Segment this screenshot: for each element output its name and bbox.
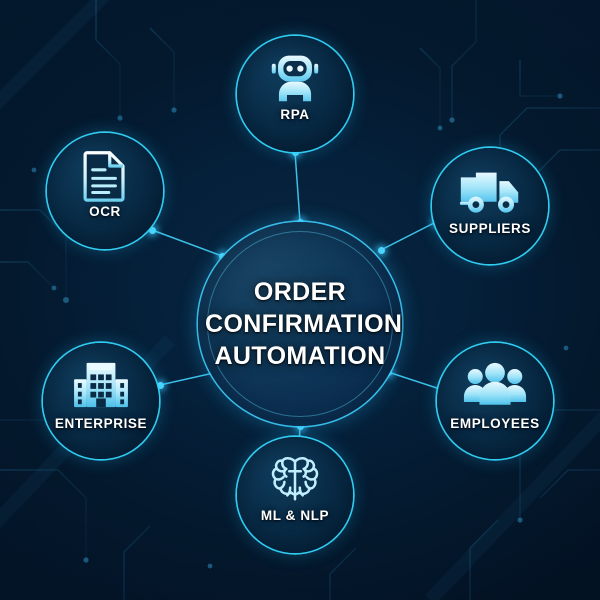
hub-title-line-1: ORDER [253,278,347,306]
brain-icon [266,454,324,504]
connector-dot [291,148,299,156]
robot-icon [266,53,324,103]
link-hub-rpa [294,151,301,223]
center-hub[interactable]: ORDER CONFIRMATION AUTOMATION [198,222,402,426]
node-label: ENTERPRISE [54,416,148,431]
link-hub-employees [387,371,444,391]
node-label: OCR [89,204,121,219]
node-label: SUPPLIERS [449,221,531,236]
node-label: ML & NLP [260,508,330,523]
node-employees[interactable]: EMPLOYEES [437,343,553,459]
node-rpa[interactable]: RPA [237,36,353,152]
link-hub-enterprise [159,371,219,386]
link-hub-suppliers [380,221,437,251]
hub-title-line-3: AUTOMATION [214,342,386,370]
node-label: EMPLOYEES [450,416,540,431]
node-ocr[interactable]: OCR [47,133,163,249]
hub-inner-ring [207,231,393,417]
node-enterprise[interactable]: ENTERPRISE [43,343,159,459]
connector-dot [296,422,304,430]
connector-dot [156,381,164,389]
hub-title-line-2: CONFIRMATION [205,310,403,338]
node-suppliers[interactable]: SUPPLIERS [432,148,548,264]
node-mlnlp[interactable]: ML & NLP [237,437,353,553]
connector-dot [377,246,385,254]
document-text-icon [76,150,134,202]
node-label: RPA [280,107,310,122]
people-group-icon [463,358,527,412]
hub-title: ORDER CONFIRMATION AUTOMATION [205,276,403,372]
connector-dot [218,252,226,260]
link-hub-ocr [151,229,223,257]
office-building-icon [69,358,133,412]
delivery-truck-icon [458,163,522,217]
connector-dot [148,226,156,234]
